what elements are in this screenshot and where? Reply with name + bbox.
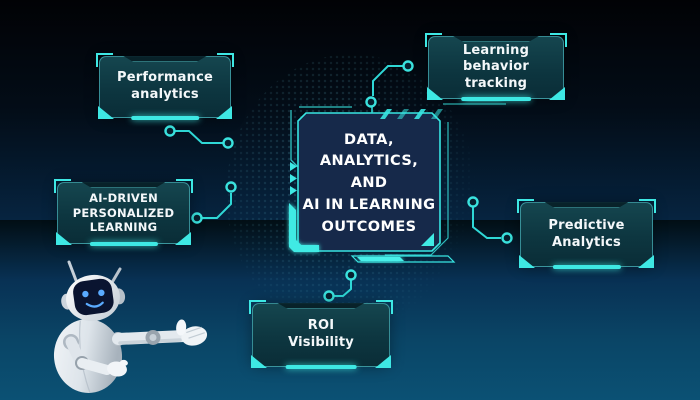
node-label-line: tracking	[464, 75, 528, 91]
connector-performance	[164, 125, 234, 149]
frame-corner-accent	[289, 203, 319, 252]
robot-hand-icon	[176, 319, 208, 346]
corner-bracket-top-right-icon	[376, 300, 393, 314]
frame-triangle-accent	[421, 233, 434, 246]
frame-top-stripes	[380, 109, 443, 119]
bottom-glow-bar	[89, 241, 158, 246]
node-label-line: PERSONALIZED	[72, 205, 175, 220]
corner-bracket-top-left-icon	[54, 179, 71, 193]
frame-bottom-bar-fill	[357, 257, 404, 261]
top-notch-decoration	[277, 303, 365, 309]
node-label-line: AI-DRIVEN	[89, 190, 158, 205]
corner-bracket-top-right-icon	[550, 33, 567, 47]
node-learning-behavior-tracking: Learning behavior tracking	[425, 33, 567, 101]
corner-bracket-top-right-icon	[639, 199, 656, 213]
corner-bracket-top-right-icon	[217, 53, 234, 67]
node-label-line: ROI	[307, 318, 335, 334]
corner-triangle-bottom-right-icon	[175, 232, 191, 245]
corner-bracket-top-left-icon	[517, 199, 534, 213]
center-frame	[289, 95, 506, 263]
frame-chevron-icons	[290, 162, 297, 195]
connector-predictive	[467, 196, 513, 244]
node-label-line: LEARNING	[89, 220, 158, 235]
frame-bottom-bar-outline	[350, 255, 456, 263]
robot-body	[53, 319, 123, 393]
top-notch-decoration	[544, 202, 629, 208]
corner-triangle-bottom-right-icon	[375, 355, 391, 368]
center-title-line: AI IN LEARNING	[302, 196, 436, 213]
node-ai-driven-personalized-learning: AI-DRIVEN PERSONALIZED LEARNING	[54, 179, 193, 246]
corner-triangle-bottom-left-icon	[519, 255, 535, 268]
corner-triangle-bottom-left-icon	[56, 232, 72, 245]
corner-triangle-bottom-left-icon	[98, 106, 114, 119]
corner-triangle-bottom-left-icon	[427, 87, 443, 100]
corner-bracket-top-left-icon	[249, 300, 266, 314]
corner-bracket-top-left-icon	[96, 53, 113, 67]
corner-triangle-bottom-right-icon	[549, 87, 565, 100]
robot-arm-extended	[111, 319, 208, 346]
bottom-glow-bar	[131, 115, 199, 120]
bottom-glow-bar	[552, 264, 621, 269]
node-roi-visibility: ROI Visibility	[249, 300, 393, 369]
frame-outer-left-line	[290, 110, 299, 168]
corner-bracket-top-left-icon	[425, 33, 442, 47]
bottom-glow-bar	[461, 96, 531, 101]
connector-ai-driven	[191, 181, 237, 224]
center-title-line: DATA,	[344, 131, 394, 148]
top-notch-decoration	[123, 56, 207, 62]
robot-mascot	[53, 260, 208, 393]
node-label-line: Performance	[116, 70, 214, 86]
node-label-line: Analytics	[552, 234, 621, 250]
node-label-line: Visibility	[288, 335, 354, 350]
node-label-line: analytics	[131, 87, 199, 102]
top-notch-decoration	[81, 182, 166, 188]
connector-learning-behavior	[365, 60, 414, 108]
node-predictive-analytics: Predictive Analytics	[517, 199, 656, 269]
frame-outer-right-line	[385, 122, 449, 256]
center-title-line: OUTCOMES	[321, 218, 417, 235]
corner-triangle-bottom-right-icon	[216, 106, 232, 119]
top-notch-decoration	[453, 36, 539, 42]
bottom-glow-bar	[285, 364, 357, 369]
robot-arm-bent	[63, 334, 128, 377]
center-title-line: ANALYTICS, AND	[319, 153, 419, 192]
corner-triangle-bottom-right-icon	[638, 255, 654, 268]
node-performance-analytics: Performance analytics	[96, 53, 234, 120]
robot-face-icon	[82, 289, 105, 308]
node-label-line: Predictive	[548, 217, 625, 233]
corner-bracket-top-right-icon	[176, 179, 193, 193]
node-label-line: Learning behavior	[462, 42, 530, 75]
center-title: DATA, ANALYTICS, AND AI IN LEARNING OUTC…	[300, 118, 438, 250]
robot-head	[61, 274, 126, 322]
corner-triangle-bottom-left-icon	[251, 355, 267, 368]
connector-roi	[323, 269, 357, 302]
